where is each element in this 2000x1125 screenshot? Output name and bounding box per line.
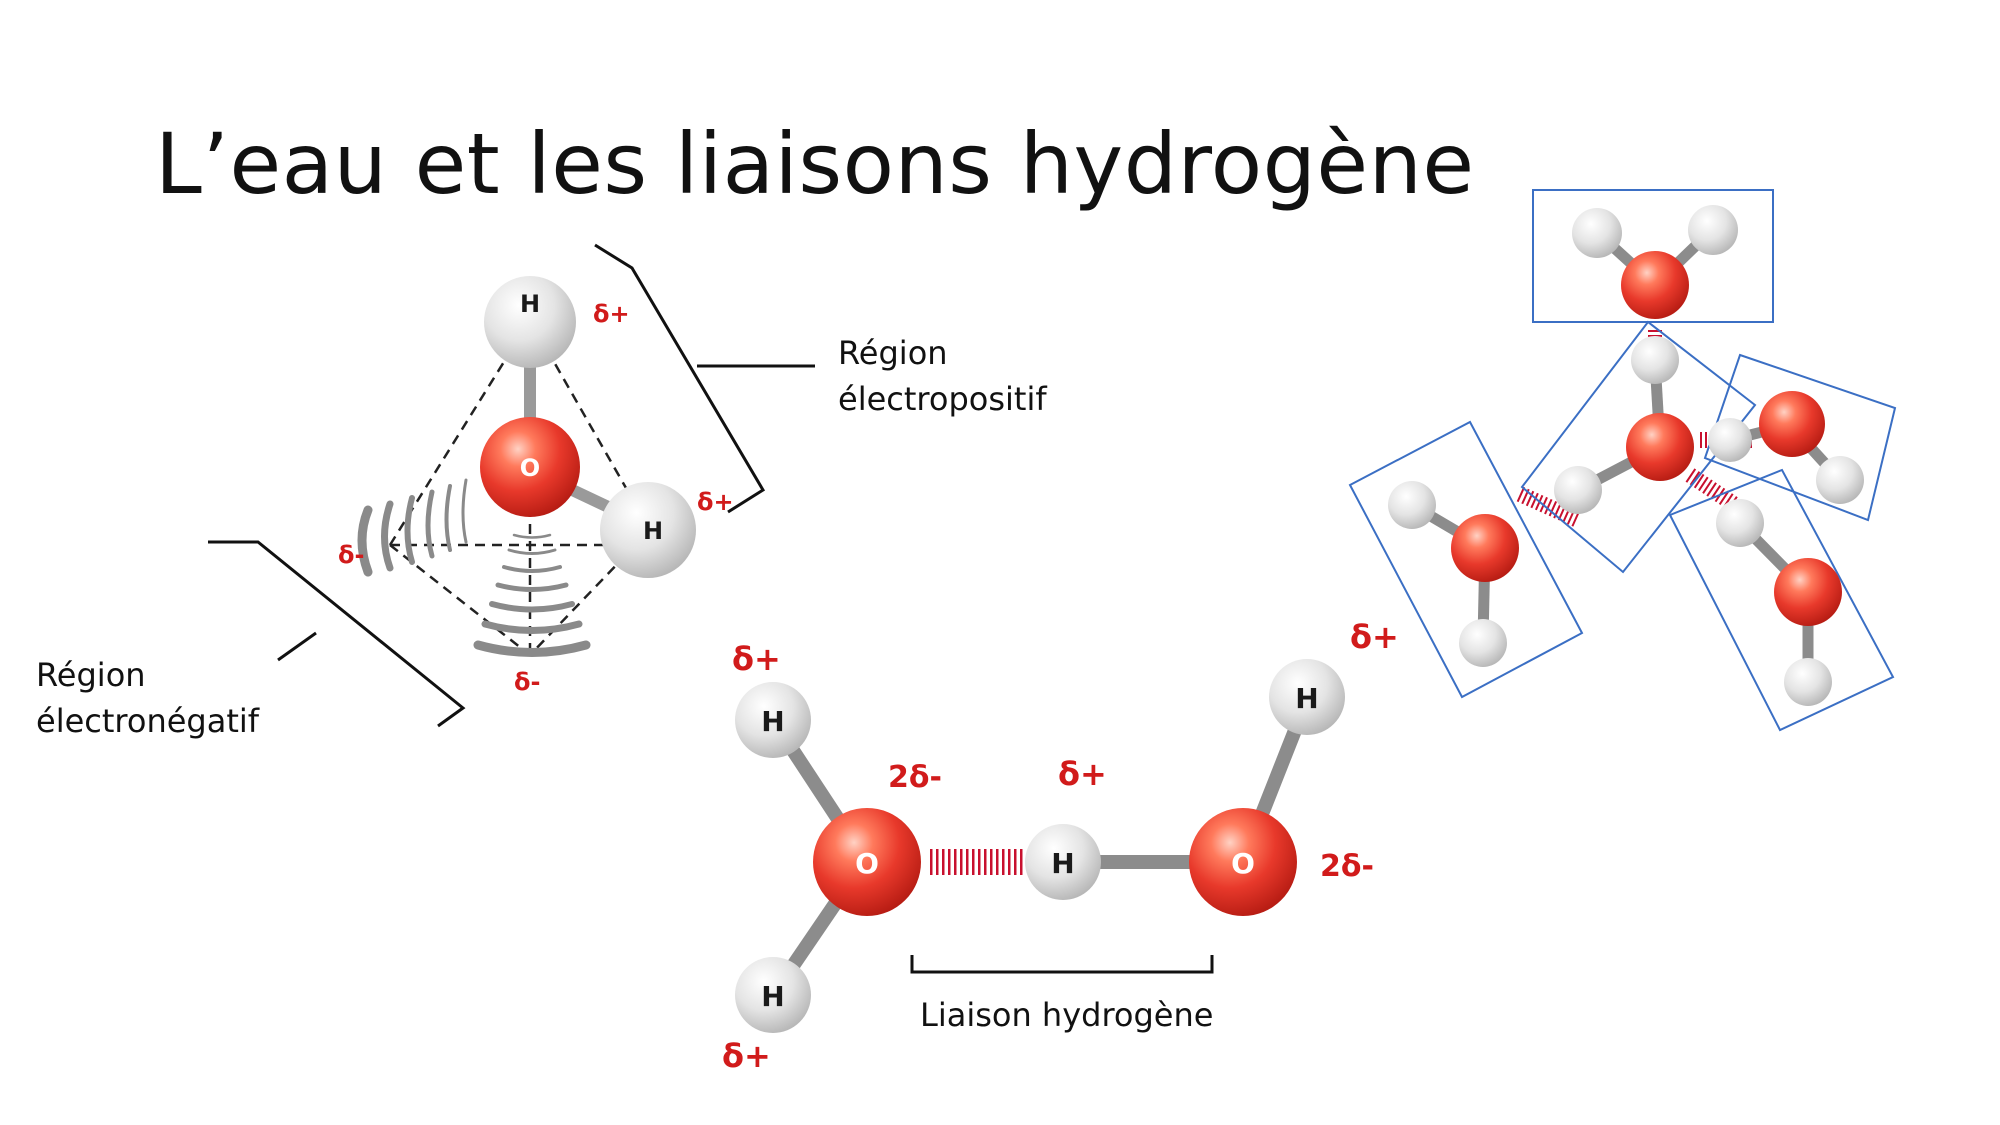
molecule-box-bottom-right [1668, 468, 1895, 732]
network-molecule-bottom-right [1668, 468, 1895, 732]
label-electronegative-line1: Région [36, 656, 146, 694]
dimer-o-right-symbol: O [1231, 847, 1255, 880]
label-electronegative-line2: électronégatif [36, 702, 260, 740]
dimer-hydrogen-top-right [1269, 659, 1345, 735]
delta-plus-right: δ+ [697, 488, 734, 516]
dimer-hydrogen-middle [1025, 824, 1101, 900]
oxygen-center-symbol: O [520, 454, 540, 482]
dimer-delta-middle: δ+ [1058, 755, 1107, 793]
dimer-charge-left: 2δ- [888, 760, 942, 795]
tetrahedral-water-model: H O H δ+ δ+ δ- δ- [208, 243, 815, 728]
delta-plus-top: δ+ [593, 300, 630, 328]
network-molecule-left [1348, 420, 1584, 699]
label-electropositive-line1: Région [838, 334, 948, 372]
hydrogen-bond-dimer: H H O H O H δ+ δ+ δ+ δ+ 2δ- 2δ- [722, 618, 1399, 1075]
oxygen-atom-center [480, 417, 580, 517]
delta-minus-bottom: δ- [514, 668, 540, 696]
dimer-oxygen-left [813, 808, 921, 916]
bracket-electronegative [208, 540, 466, 728]
dimer-hydrogen-top-left [735, 682, 811, 758]
lone-pair-bottom [473, 533, 591, 657]
molecule-box-top [1532, 189, 1774, 323]
bracket-electropositive [594, 243, 815, 514]
hydrogen-top-symbol: H [520, 290, 540, 318]
label-hydrogen-bond: Liaison hydrogène [920, 996, 1214, 1034]
hydrogen-atom-top [484, 276, 576, 368]
network-molecule-top [1532, 189, 1774, 323]
dimer-delta-top-right: δ+ [1350, 618, 1399, 656]
network-molecule-right [1703, 353, 1897, 522]
dimer-o-left-symbol: O [855, 847, 879, 880]
hydrogen-bond-bracket [910, 955, 1214, 974]
molecule-box-left [1348, 420, 1584, 699]
dimer-h-top-left-symbol: H [761, 705, 784, 738]
dimer-h-top-right-symbol: H [1295, 682, 1318, 715]
dimer-h-bottom-left-symbol: H [761, 980, 784, 1013]
dimer-oxygen-right [1189, 808, 1297, 916]
slide-title: L’eau et les liaisons hydrogène [155, 115, 1475, 213]
label-electropositive-line2: électropositif [838, 380, 1047, 418]
lone-pair-left [357, 478, 468, 577]
dimer-delta-bottom-left: δ+ [722, 1037, 771, 1075]
delta-minus-left: δ- [338, 541, 364, 569]
label-electropositive-region: Région électropositif [838, 330, 1047, 422]
label-electronegative-region: Région électronégatif [36, 652, 259, 744]
dimer-delta-top-left: δ+ [732, 640, 781, 678]
hydrogen-right-symbol: H [643, 517, 663, 545]
dimer-charge-right: 2δ- [1320, 849, 1374, 884]
molecule-box-center [1520, 320, 1757, 574]
dimer-hydrogen-bottom-left [735, 957, 811, 1033]
water-network-model [1348, 189, 1897, 732]
hydrogen-atom-right [600, 482, 696, 578]
network-molecule-center [1520, 320, 1757, 574]
dimer-h-middle-symbol: H [1051, 847, 1074, 880]
